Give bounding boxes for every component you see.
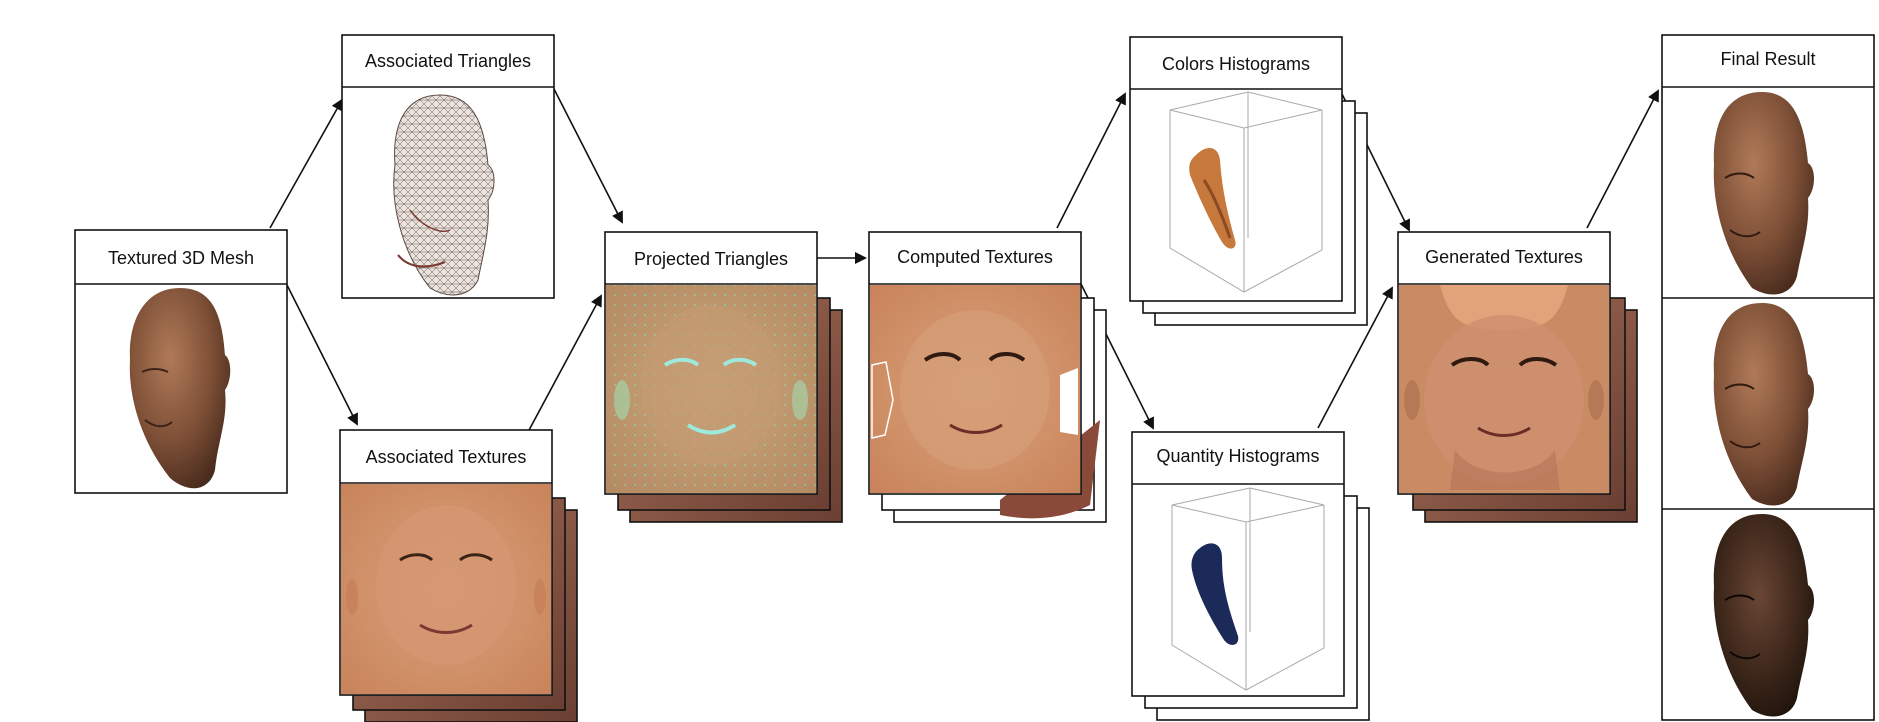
- final-result-head-1: [1713, 92, 1814, 295]
- node-final-result: Final Result: [1661, 34, 1875, 721]
- computed-texture-image: [870, 285, 1080, 493]
- node-title-projected-triangles: Projected Triangles: [634, 249, 788, 269]
- projected-mesh-image: [606, 285, 816, 493]
- node-associated-textures: Associated Textures: [339, 429, 578, 722]
- node-colors-histograms: Colors Histograms: [1129, 36, 1368, 326]
- node-projected-triangles: Projected Triangles: [604, 231, 843, 523]
- node-title-generated-textures: Generated Textures: [1425, 247, 1583, 267]
- node-title-associated-triangles: Associated Triangles: [365, 51, 531, 71]
- wireframe-head-image: [393, 94, 495, 296]
- node-title-quantity-histograms: Quantity Histograms: [1156, 446, 1319, 466]
- generated-texture-image: [1399, 285, 1609, 493]
- node-title-textured-3d-mesh: Textured 3D Mesh: [108, 248, 254, 268]
- final-result-head-2: [1713, 303, 1814, 506]
- node-textured-3d-mesh: Textured 3D Mesh: [74, 229, 288, 494]
- quantity-histogram-image: [1171, 487, 1325, 691]
- node-associated-triangles: Associated Triangles: [341, 34, 555, 299]
- node-title-colors-histograms: Colors Histograms: [1162, 54, 1310, 74]
- final-result-head-3: [1713, 514, 1814, 717]
- arrow-mesh-to-textures: [286, 284, 358, 426]
- node-quantity-histograms: Quantity Histograms: [1131, 431, 1370, 721]
- arrow-computed-to-colors: [1056, 92, 1126, 229]
- node-title-associated-textures: Associated Textures: [366, 447, 527, 467]
- arrow-triangles-to-projected: [552, 86, 623, 224]
- unwrapped-texture-image: [341, 484, 551, 694]
- mesh-head-image: [129, 288, 231, 489]
- node-generated-textures: Generated Textures: [1397, 231, 1638, 523]
- arrow-generated-to-final: [1586, 89, 1659, 229]
- arrow-textures-to-projected: [527, 294, 602, 433]
- arrow-mesh-to-triangles: [269, 98, 343, 229]
- colors-histogram-image: [1169, 91, 1323, 293]
- node-computed-textures: Computed Textures: [868, 231, 1107, 523]
- node-title-final-result: Final Result: [1720, 49, 1815, 69]
- arrow-quantity-to-generated: [1317, 286, 1393, 429]
- node-title-computed-textures: Computed Textures: [897, 247, 1053, 267]
